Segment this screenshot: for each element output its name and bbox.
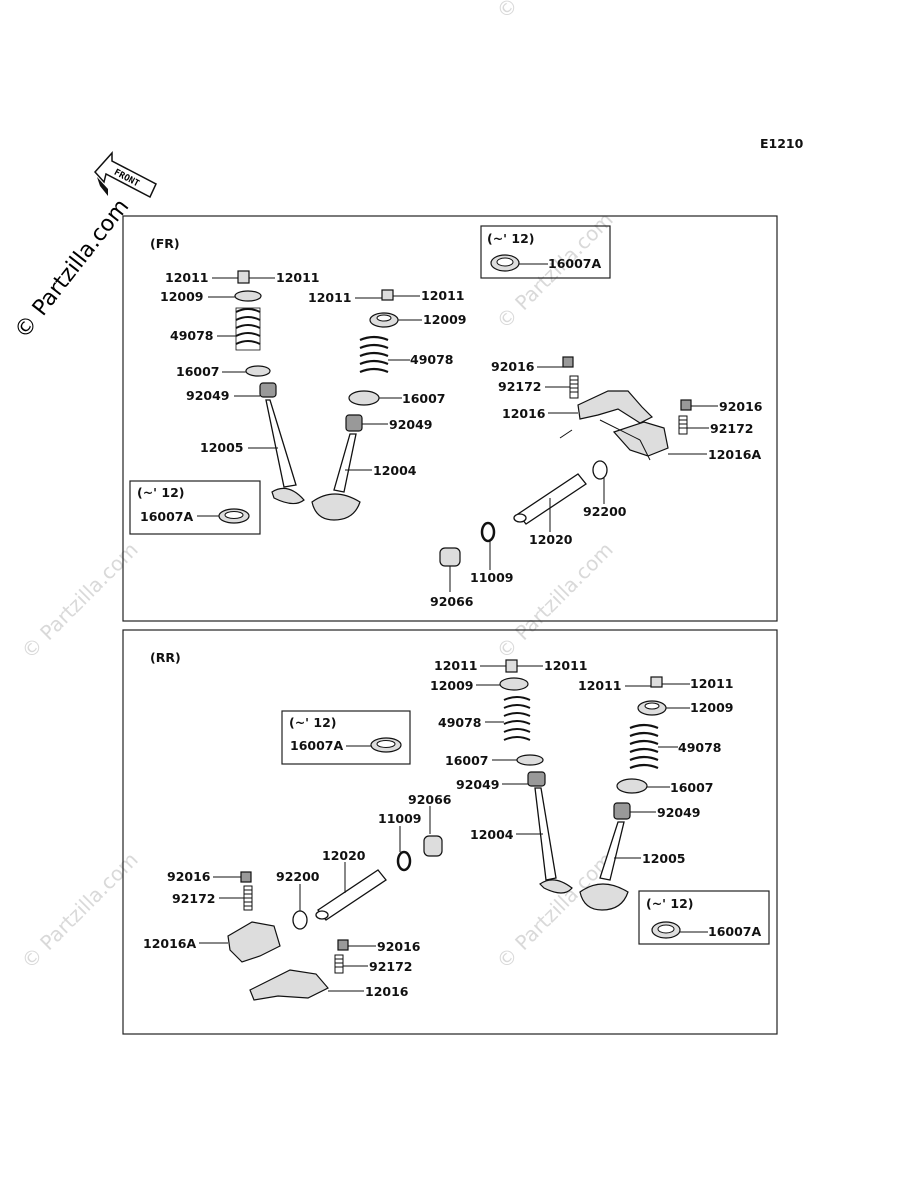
label-92016: 92016 — [167, 869, 211, 884]
label-92200: 92200 — [583, 504, 627, 519]
label-12005: 12005 — [200, 440, 244, 455]
rr-intake-valve-assembly — [499, 659, 573, 894]
label-12011: 12011 — [578, 678, 622, 693]
label-16007: 16007 — [445, 753, 489, 768]
label-12011: 12011 — [434, 658, 478, 673]
rr-exhaust-valve-assembly — [579, 676, 667, 911]
rr-section-title: (RR) — [150, 650, 181, 665]
brand-watermark: © Partzilla.com — [10, 195, 134, 344]
label-12005: 12005 — [642, 851, 686, 866]
label-92049: 92049 — [456, 777, 500, 792]
rr-section-frame — [122, 629, 778, 1035]
label-92172: 92172 — [172, 891, 216, 906]
label-12011: 12011 — [690, 676, 734, 691]
label-12016: 12016 — [502, 406, 546, 421]
label-92172: 92172 — [369, 959, 413, 974]
label-12009: 12009 — [690, 700, 734, 715]
label-92049: 92049 — [657, 805, 701, 820]
fr-note-left: (~' 12) — [137, 485, 184, 500]
label-12004: 12004 — [373, 463, 417, 478]
label-12016A: 12016A — [708, 447, 761, 462]
label-16007A: 16007A — [290, 738, 343, 753]
label-92066: 92066 — [408, 792, 452, 807]
label-16007A: 16007A — [708, 924, 761, 939]
rr-note-center: (~' 12) — [289, 715, 336, 730]
label-12011: 12011 — [165, 270, 209, 285]
fr-section-title: (FR) — [150, 236, 180, 251]
label-12009: 12009 — [423, 312, 467, 327]
label-12004: 12004 — [470, 827, 514, 842]
label-12011: 12011 — [308, 290, 352, 305]
label-92049: 92049 — [186, 388, 230, 403]
watermark: © Partzilla.com — [492, 537, 618, 663]
label-49078: 49078 — [170, 328, 214, 343]
label-16007: 16007 — [670, 780, 714, 795]
label-12009: 12009 — [160, 289, 204, 304]
rr-rocker-assembly — [227, 835, 443, 1001]
label-92016: 92016 — [377, 939, 421, 954]
label-12011: 12011 — [276, 270, 320, 285]
collet-part — [505, 659, 518, 673]
watermark: © Partzilla.com — [17, 847, 143, 973]
label-49078: 49078 — [678, 740, 722, 755]
label-92172: 92172 — [498, 379, 542, 394]
fr-exhaust-valve-assembly — [234, 270, 305, 505]
rr-note-box-center — [281, 710, 411, 765]
label-11009: 11009 — [378, 811, 422, 826]
label-12009: 12009 — [430, 678, 474, 693]
label-12020: 12020 — [529, 532, 573, 547]
fr-note-box-left — [129, 480, 261, 535]
diagram-code: E1210 — [760, 136, 804, 151]
rr-note-box-right — [638, 890, 770, 945]
label-16007A: 16007A — [548, 256, 601, 271]
label-12016A: 12016A — [143, 936, 196, 951]
fr-rocker-assembly — [439, 356, 692, 567]
label-12011: 12011 — [421, 288, 465, 303]
collet-part — [237, 270, 250, 284]
label-92016: 92016 — [491, 359, 535, 374]
label-92200: 92200 — [276, 869, 320, 884]
label-16007: 16007 — [176, 364, 220, 379]
label-49078: 49078 — [438, 715, 482, 730]
label-11009: 11009 — [470, 570, 514, 585]
fr-section-frame — [122, 215, 778, 622]
front-arrow-icon: FRONT — [93, 151, 157, 199]
label-12020: 12020 — [322, 848, 366, 863]
watermark-layer: © Partzilla.com © Partzilla.com © Partzi… — [17, 0, 618, 974]
fr-note-box-top — [480, 225, 611, 279]
label-92172: 92172 — [710, 421, 754, 436]
rr-note-right: (~' 12) — [646, 896, 693, 911]
label-92066: 92066 — [430, 594, 474, 609]
collet-part — [650, 676, 663, 688]
label-16007A: 16007A — [140, 509, 193, 524]
fr-intake-valve-assembly — [311, 289, 399, 521]
watermark: © Partzilla.com — [17, 537, 143, 663]
label-92016: 92016 — [719, 399, 763, 414]
watermark: © Partzilla.com — [492, 0, 618, 24]
label-49078: 49078 — [410, 352, 454, 367]
fr-note-top: (~' 12) — [487, 231, 534, 246]
label-16007: 16007 — [402, 391, 446, 406]
label-12011: 12011 — [544, 658, 588, 673]
collet-part — [381, 289, 394, 301]
label-92049: 92049 — [389, 417, 433, 432]
label-12016: 12016 — [365, 984, 409, 999]
